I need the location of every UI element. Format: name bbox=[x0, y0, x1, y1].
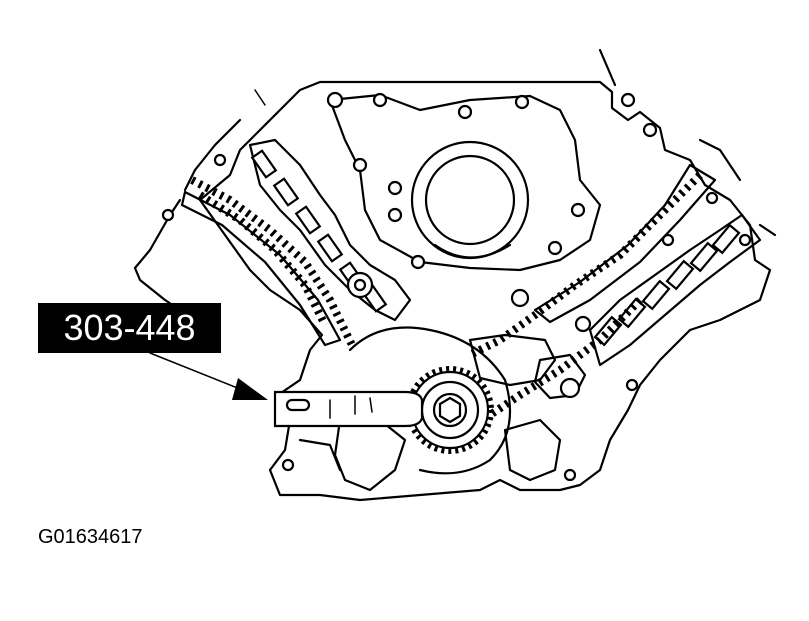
central-tensioner bbox=[468, 333, 557, 387]
callout-arrowhead bbox=[232, 378, 268, 400]
tool-callout-label: 303-448 bbox=[38, 303, 221, 353]
left-head-edge-3 bbox=[254, 89, 266, 106]
central-bore-inner bbox=[424, 154, 516, 246]
right-cam-cover bbox=[588, 213, 762, 367]
left-cam-cover bbox=[248, 138, 412, 322]
lower-housing bbox=[333, 418, 407, 492]
engine-block-outline bbox=[198, 80, 772, 502]
lower-cover-arc bbox=[348, 326, 512, 475]
oil-pan-line bbox=[298, 438, 342, 472]
tool-slot bbox=[285, 398, 311, 412]
crank-bolt bbox=[438, 396, 462, 424]
left-head-edge-2 bbox=[183, 118, 242, 192]
upper-cover-outline bbox=[328, 93, 602, 272]
left-guide-pulley-hub bbox=[353, 278, 367, 292]
lower-housing-2 bbox=[503, 418, 562, 482]
callout-leader-line bbox=[149, 352, 251, 394]
right-head-edge-3 bbox=[698, 138, 742, 182]
figure-id: G01634617 bbox=[38, 526, 143, 548]
right-timing-chain-lower bbox=[487, 297, 643, 419]
right-head-edge bbox=[598, 48, 617, 87]
left-timing-chain bbox=[190, 176, 356, 347]
left-chain-guide bbox=[180, 190, 342, 347]
left-timing-chain-inner bbox=[197, 191, 329, 327]
tool-marks bbox=[329, 395, 373, 419]
right-tensioner-pivot bbox=[559, 377, 581, 399]
right-chain-guide bbox=[533, 163, 717, 324]
right-timing-chain bbox=[468, 172, 703, 359]
central-bore-shadow bbox=[433, 243, 512, 259]
central-bore bbox=[410, 140, 530, 260]
right-head-edge-2 bbox=[758, 223, 777, 237]
left-guide-pulley bbox=[346, 271, 374, 299]
bolt-holes bbox=[161, 91, 752, 482]
special-tool-bar bbox=[273, 390, 424, 428]
